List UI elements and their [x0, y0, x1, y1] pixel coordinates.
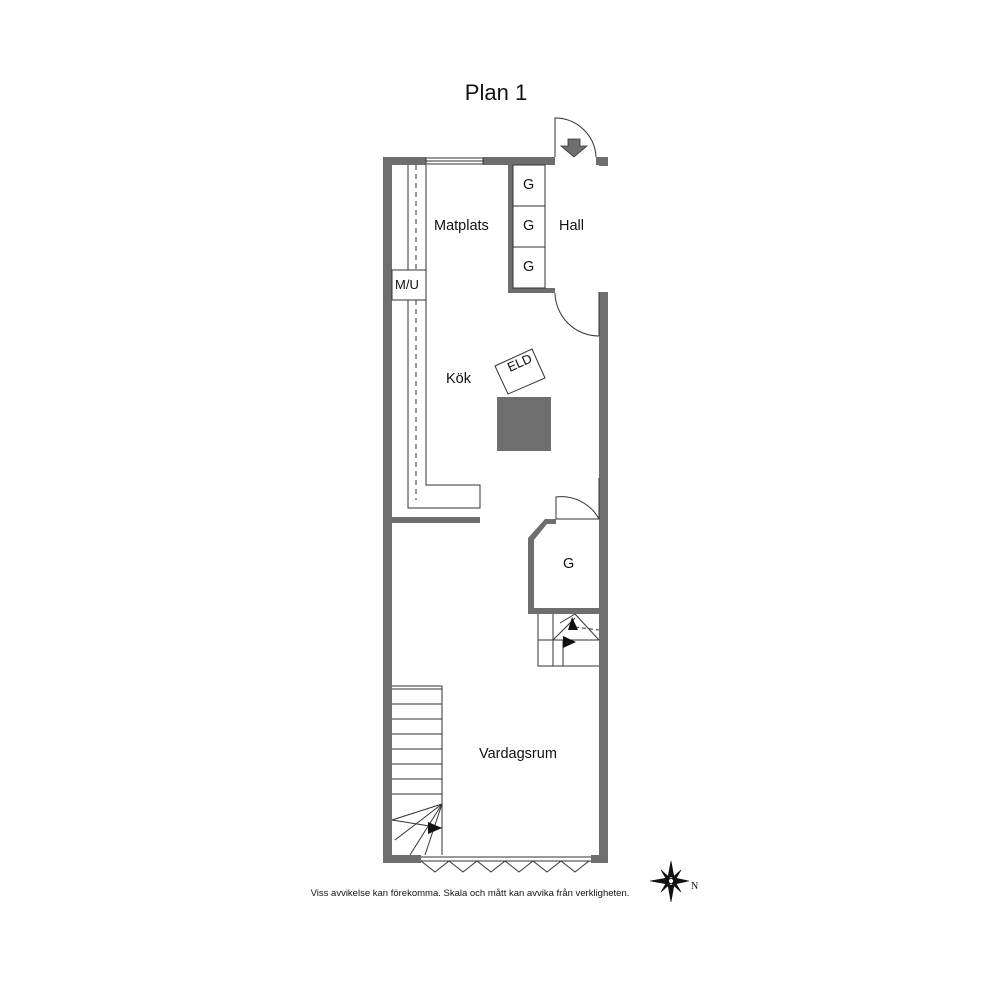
- room-label-kok: Kök: [446, 371, 471, 387]
- entry-arrow-icon: [559, 138, 589, 158]
- stair-main-arrow-icon: [428, 822, 442, 834]
- fireplace-box: [494, 348, 546, 395]
- room-label-hall: Hall: [559, 218, 584, 234]
- entrance-door: [554, 117, 597, 158]
- hall-door: [554, 292, 600, 337]
- folding-doors: [420, 856, 591, 873]
- room-label-matplats: Matplats: [434, 218, 489, 234]
- wall-kitchen-living: [392, 517, 480, 523]
- wall-left: [383, 157, 392, 863]
- window-top: [425, 157, 484, 165]
- compass-north-label: N: [691, 881, 699, 892]
- closet-label: G: [563, 556, 575, 572]
- compass-icon: [649, 860, 690, 903]
- stair-arrow-right-icon: [563, 636, 576, 648]
- hall-cabinets: [512, 164, 546, 289]
- cabinet-label-3: G: [523, 259, 535, 275]
- kitchen-island: [497, 397, 551, 451]
- wall-top-left: [383, 157, 426, 165]
- interior-walls: [392, 163, 600, 614]
- appliance-label: M/U: [395, 277, 419, 292]
- wall-closet-left: [528, 538, 534, 613]
- disclaimer-text: Viss avvikelse kan förekomma. Skala och …: [310, 888, 630, 899]
- wall-closet-bottom: [528, 608, 600, 614]
- wall-top-mid: [483, 157, 555, 165]
- wall-hall-left: [508, 163, 513, 293]
- wall-closet-angle: [528, 519, 556, 540]
- wall-right-stub: [599, 157, 608, 166]
- wall-bottom-right: [591, 855, 608, 863]
- cabinet-label-1: G: [523, 177, 535, 193]
- room-label-vardagsrum: Vardagsrum: [479, 746, 557, 762]
- outer-walls: [383, 157, 608, 863]
- wall-bottom-left: [383, 855, 421, 863]
- cabinet-label-2: G: [523, 218, 535, 234]
- closet-door: [555, 478, 600, 520]
- plan-title: Plan 1: [464, 80, 528, 105]
- wall-right: [599, 292, 608, 863]
- wall-hall-bottom: [508, 288, 555, 293]
- stair-arrow-up-icon: [568, 617, 578, 630]
- kitchen-counter: [391, 165, 481, 509]
